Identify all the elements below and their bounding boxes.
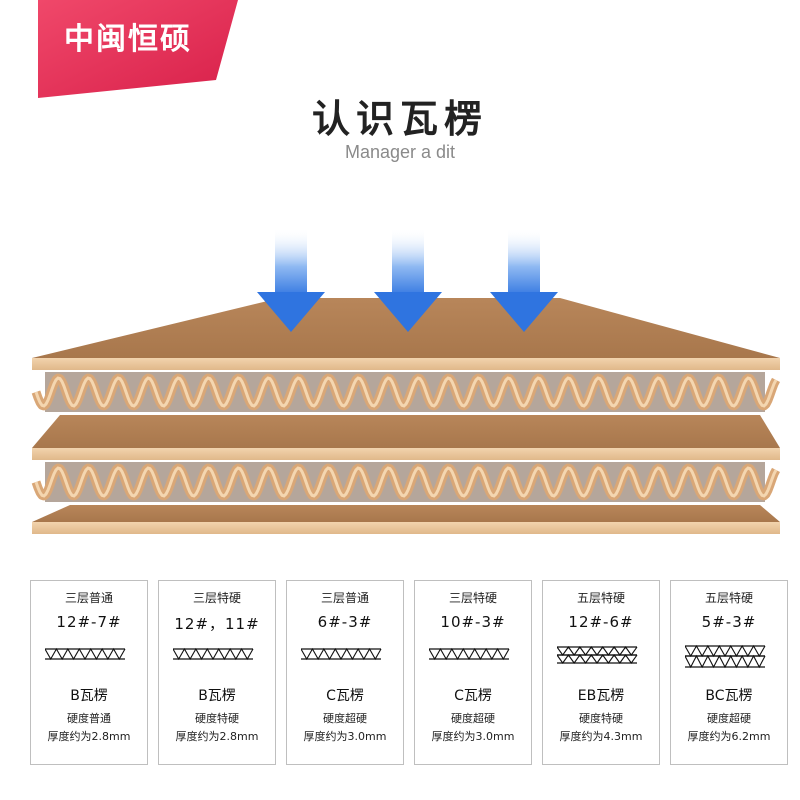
flute-profile-icon [685,644,766,669]
card-spec: 12#-6# [568,613,634,631]
card-hardness: 硬度特硬 [195,712,239,725]
brand-tag-bg [38,0,238,98]
middle-liner-edge [32,448,780,460]
flute-profile-icon [557,646,638,664]
card-layer: 三层普通 [320,591,369,605]
card-thickness: 厚度约为6.2mm [687,730,771,743]
flute-profile-icon [301,647,382,661]
card-flute: C瓦楞 [326,688,364,704]
card-thickness: 厚度约为2.8mm [175,730,259,743]
card-spec: 6#-3# [317,613,373,631]
flute-profile-icon [45,647,126,661]
card-flute: EB瓦楞 [577,688,625,704]
card-flute: B瓦楞 [198,688,236,704]
card-spec: 10#-3# [440,613,506,631]
card-2: 三层特硬 12#，11# B瓦楞 硬度特硬 厚度约为2.8mm [158,580,276,765]
card-layer: 五层特硬 [576,591,625,605]
flute-profile-icon [173,647,254,661]
brand-tag: 中闽恒硕 [38,0,238,98]
card-layer: 三层特硬 [448,591,497,605]
card-layer: 五层特硬 [704,591,753,605]
bottom-liner-edge [32,522,780,534]
card-6: 五层特硬 5#-3# BC瓦楞 硬度超硬 厚度约为6.2mm [670,580,788,765]
page-title: 认识瓦楞 [311,97,488,141]
flute-layer-1 [31,372,781,412]
flute-type-cards: 三层普通 12#-7# B瓦楞 硬度普通 厚度约为2.8mm 三层特硬 12#，… [30,580,788,765]
card-hardness: 硬度普通 [67,712,111,725]
page-subtitle: Manager a dit [344,142,456,162]
pressure-arrow-3 [490,228,558,332]
card-thickness: 厚度约为3.0mm [303,730,387,743]
card-flute: C瓦楞 [454,688,492,704]
corrugated-illustration [31,228,781,534]
card-spec: 5#-3# [701,613,757,631]
card-thickness: 厚度约为2.8mm [47,730,131,743]
card-layer: 三层普通 [64,591,113,605]
flute-profile-icon [429,647,510,661]
card-flute: B瓦楞 [70,688,108,704]
card-layer: 三层特硬 [192,591,241,605]
bottom-liner [32,505,780,522]
card-spec: 12#，11# [174,615,260,633]
card-1: 三层普通 12#-7# B瓦楞 硬度普通 厚度约为2.8mm [30,580,148,765]
brand-name: 中闽恒硕 [64,22,192,57]
card-hardness: 硬度超硬 [323,712,367,725]
pressure-arrow-2 [374,228,442,332]
card-hardness: 硬度超硬 [707,712,751,725]
pressure-arrow-1 [257,228,325,332]
card-3: 三层普通 6#-3# C瓦楞 硬度超硬 厚度约为3.0mm [286,580,404,765]
card-5: 五层特硬 12#-6# EB瓦楞 硬度特硬 厚度约为4.3mm [542,580,660,765]
card-flute: BC瓦楞 [705,688,753,704]
card-4: 三层特硬 10#-3# C瓦楞 硬度超硬 厚度约为3.0mm [414,580,532,765]
card-thickness: 厚度约为4.3mm [559,730,643,743]
flute-layer-2 [31,462,781,502]
card-hardness: 硬度超硬 [451,712,495,725]
card-spec: 12#-7# [56,613,122,631]
middle-liner [32,415,780,448]
card-hardness: 硬度特硬 [579,712,623,725]
top-liner-edge [32,358,780,370]
card-thickness: 厚度约为3.0mm [431,730,515,743]
